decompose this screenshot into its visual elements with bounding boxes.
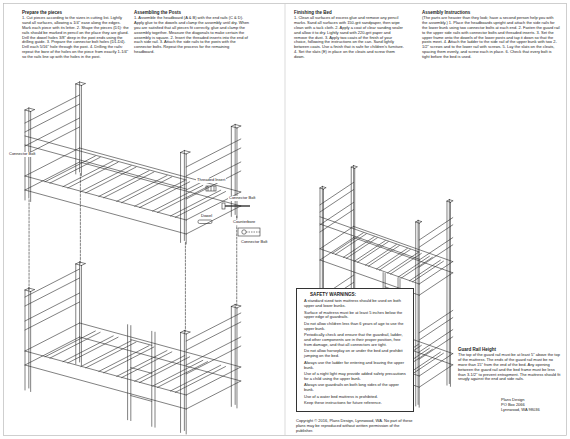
safety-warning-box: SAFETY WARNINGS:A standard sized twin ma… bbox=[296, 288, 414, 412]
warning-item: Always use guardrails on both long sides… bbox=[301, 383, 409, 393]
instruction-text: 1. Cut pieces according to the sizes in … bbox=[22, 16, 130, 60]
bolt-shaft bbox=[225, 205, 250, 206]
alignment-dowels bbox=[29, 174, 237, 333]
warning-item: Always use the ladder for entering and l… bbox=[301, 361, 409, 371]
sheet-border bbox=[4, 4, 567, 436]
warning-item: Use of a water bed mattress is prohibite… bbox=[301, 395, 409, 400]
upper-bunk-frame bbox=[25, 82, 241, 244]
section-heading: Assembling the Posts bbox=[134, 10, 181, 15]
lower-bunk-frame bbox=[25, 262, 241, 434]
warning-item: Do not allow children less than 6 years … bbox=[301, 322, 409, 332]
rail-section bbox=[238, 228, 260, 236]
publisher-address: Lynnwood, WA 98036 bbox=[500, 408, 541, 413]
warning-item: Surface of mattress must be at least 5 i… bbox=[301, 311, 409, 321]
part-name: Threaded Insert bbox=[196, 178, 226, 183]
instruction-text: (The parts are heavier than they look; h… bbox=[422, 16, 560, 60]
warning-item: Use of a night light may provide added s… bbox=[301, 372, 409, 382]
bolt-head bbox=[222, 203, 225, 209]
warning-heading: SAFETY WARNINGS: bbox=[301, 292, 409, 298]
part-name: Connector Bolt bbox=[8, 152, 36, 157]
hardware-details bbox=[198, 186, 260, 236]
part-name: Connector Bolt bbox=[240, 240, 268, 245]
warning-item: Do not allow horseplay on or under the b… bbox=[301, 349, 409, 359]
instruction-text: 1. Assemble the headboard (A & B) with t… bbox=[134, 16, 250, 55]
part-name: Connector Bolt bbox=[228, 196, 256, 201]
section-heading: Guard Rail Height bbox=[458, 347, 496, 352]
page-fold bbox=[285, 4, 286, 435]
section-heading: Prepare the pieces bbox=[22, 10, 62, 15]
warning-item: A standard sized twin mattress should be… bbox=[301, 299, 409, 309]
copyright-note: Copyright © 2016, Plans Design, Lynnwood… bbox=[296, 419, 414, 434]
warning-item: Periodically check and ensure that the g… bbox=[301, 333, 409, 348]
counterbore-hole bbox=[242, 230, 246, 234]
instruction-text: 1. Clean all surfaces of excess glue and… bbox=[294, 16, 404, 60]
warning-item: Keep these instructions for future refer… bbox=[301, 401, 409, 406]
part-name: Dowel bbox=[200, 214, 213, 219]
section-heading: Assembly Instructions bbox=[422, 10, 470, 15]
note-text: The top of the guard rail must be at lea… bbox=[458, 353, 562, 382]
part-name: Counterbore bbox=[232, 220, 256, 225]
section-heading: Finishing the Bed bbox=[294, 10, 332, 15]
